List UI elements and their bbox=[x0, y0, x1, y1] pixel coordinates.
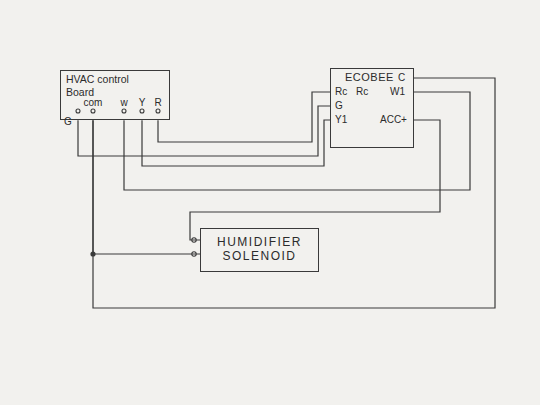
node-title: HUMIDIFIER SOLENOID bbox=[209, 235, 310, 264]
terminal-name: com bbox=[84, 97, 103, 109]
wire bbox=[93, 78, 495, 308]
terminal-name: G bbox=[64, 116, 72, 128]
terminal-name: ACC+ bbox=[380, 114, 407, 126]
terminal-name: Rc bbox=[356, 86, 368, 98]
terminal-name: Y1 bbox=[335, 114, 347, 126]
node-title: ECOBEE bbox=[345, 71, 401, 84]
control-board: HVAC control Board bbox=[60, 70, 170, 120]
terminal bbox=[140, 109, 144, 113]
terminal-name: R bbox=[154, 97, 161, 109]
wire bbox=[142, 120, 330, 166]
wire bbox=[158, 92, 330, 142]
terminal bbox=[76, 109, 80, 113]
terminal-name: C bbox=[398, 72, 405, 84]
wire bbox=[124, 92, 470, 190]
wire bbox=[78, 106, 330, 156]
terminal-name: W1 bbox=[390, 86, 405, 98]
terminal-name: G bbox=[335, 100, 343, 112]
terminal bbox=[122, 109, 126, 113]
wire bbox=[190, 120, 440, 240]
terminal-name: Rc bbox=[335, 86, 347, 98]
wire bbox=[93, 120, 200, 254]
terminal bbox=[156, 109, 160, 113]
terminal-name: w bbox=[120, 97, 127, 109]
humidifier-box: HUMIDIFIER SOLENOID bbox=[200, 228, 319, 272]
node-title: HVAC control Board bbox=[66, 73, 144, 98]
terminal-name: Y bbox=[139, 97, 146, 109]
terminal bbox=[91, 109, 95, 113]
